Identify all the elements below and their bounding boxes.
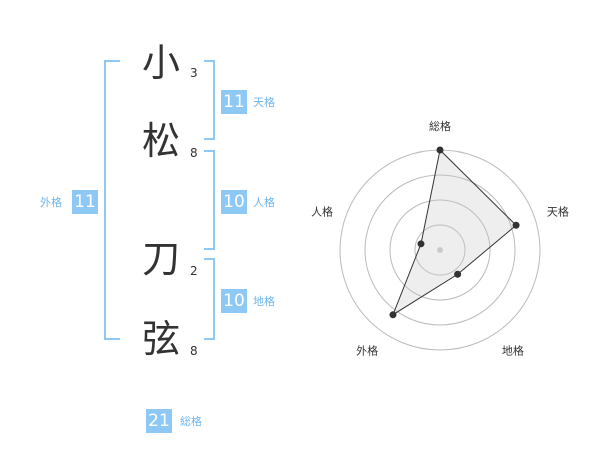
gaikaku-label: 外格 — [40, 196, 62, 209]
radar-axis-label-1: 総格 — [429, 119, 451, 133]
tenkaku-value: 11 — [221, 90, 247, 114]
radar-axis-label-5: 人格 — [311, 205, 333, 219]
stroke-count-2: 8 — [190, 146, 198, 160]
stroke-count-3: 2 — [190, 264, 198, 278]
stroke-count-4: 8 — [190, 344, 198, 358]
name-char-3: 刀 — [141, 237, 180, 281]
soukaku-value: 21 — [146, 409, 172, 433]
radar-point-2 — [512, 221, 520, 229]
radar-grid-ring — [414, 224, 466, 276]
radar-point-5 — [417, 240, 425, 248]
gaikaku-value: 11 — [72, 190, 98, 214]
jinkaku-label: 人格 — [253, 196, 275, 209]
radar-grid-ring — [364, 174, 516, 326]
radar-point-3 — [454, 270, 462, 278]
name-char-2: 松 — [141, 119, 180, 163]
jinkaku-value: 10 — [221, 190, 247, 214]
tenkaku-label: 天格 — [253, 96, 275, 109]
name-char-4: 弦 — [141, 317, 180, 361]
name-char-1: 小 — [141, 41, 180, 85]
chikaku-value: 10 — [221, 289, 247, 313]
radar-axis-label-2: 天格 — [547, 205, 569, 219]
radar-point-1 — [436, 146, 444, 154]
radar-axis-label-3: 地格 — [502, 343, 524, 357]
radar-area — [391, 148, 517, 316]
radar-point-4 — [389, 311, 397, 319]
radar-axis-label-4: 外格 — [356, 343, 378, 357]
radar-center-dot — [437, 247, 443, 253]
radar-grid-ring — [389, 199, 491, 301]
chikaku-label: 地格 — [253, 295, 275, 308]
soukaku-label: 総格 — [180, 415, 202, 428]
stroke-count-1: 3 — [190, 66, 198, 80]
